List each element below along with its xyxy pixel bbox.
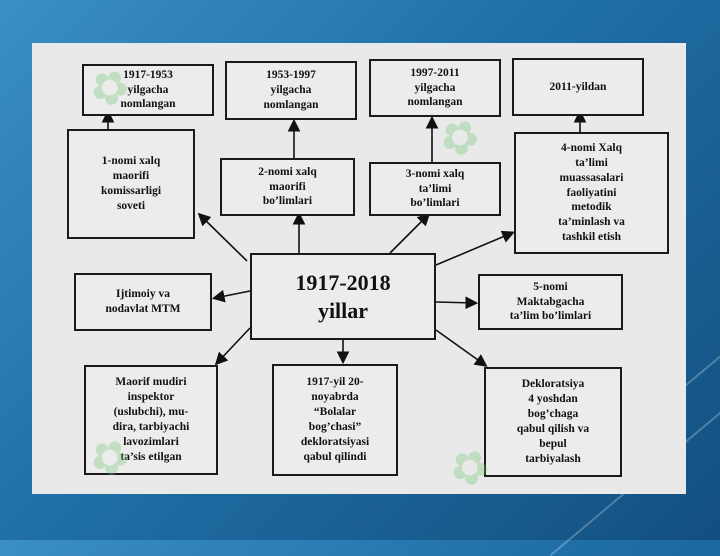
box-2011-yildan: 2011-yildan [512,58,644,116]
arrow-center-to-dekloratsiya [435,329,488,367]
arrow-center-to-maktabgacha [435,296,479,310]
box-komissarligi-soveti: 1-nomi xalq maorifi komissarligi soveti [67,129,195,239]
box-maktabgacha: 5-nomi Maktabgacha ta’lim bo’limlari [478,274,623,330]
diagram-canvas: 1917-1953 yilgacha nomlangan 1953-1997 y… [32,43,686,494]
arrow-center-to-mtm [211,289,251,303]
box-ijtimoiy-mtm: Ijtimoiy va nodavlat MTM [74,273,212,331]
connector-arrows [101,109,587,367]
arrow-center-to-talimi [389,212,431,254]
box-1917-1953: 1917-1953 yilgacha nomlangan [82,64,214,116]
box-maorifi-bolimlari: 2-nomi xalq maorifi bo’limlari [220,158,355,216]
box-dekloratsiya: Dekloratsiya 4 yoshdan bog’chaga qabul q… [484,367,622,477]
box-inspektor-lavozimlari: Maorif mudiri inspektor (uslubchi), mu- … [84,365,218,475]
box-1997-2011: 1997-2011 yilgacha nomlangan [369,59,501,117]
box-bolalar-bogchasi: 1917-yil 20- noyabrda “Bolalar bog’chasi… [272,364,398,476]
box-talimi-bolimlari: 3-nomi xalq ta’limi bo’limlari [369,162,501,216]
box-center-1917-2018: 1917-2018 yillar [250,253,436,340]
box-1953-1997: 1953-1997 yilgacha nomlangan [225,61,357,120]
box-metodik-taminlash: 4-nomi Xalq ta’limi muassasalari faoliya… [514,132,669,254]
arrow-center-to-inspektor [214,327,251,366]
arrow-center-to-metodik [435,230,515,266]
arrow-center-to-soveti [197,212,248,262]
